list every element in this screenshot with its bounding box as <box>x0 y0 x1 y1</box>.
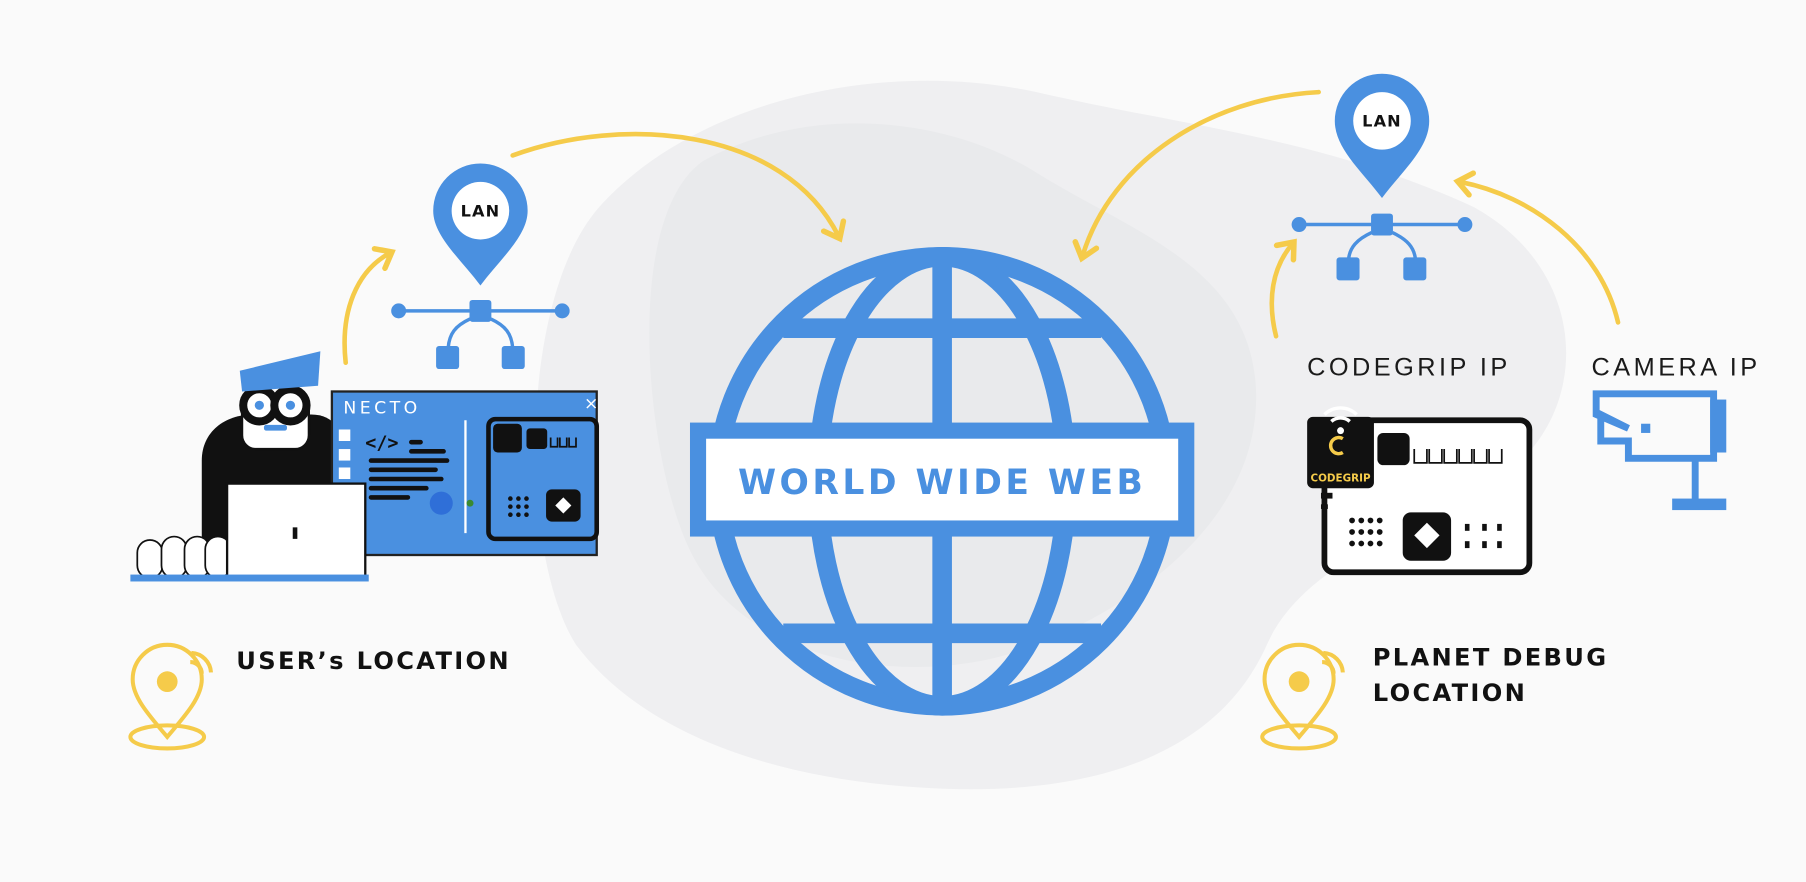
network-topology-icon-left <box>391 299 570 370</box>
www-banner <box>689 422 1195 537</box>
arrow-user-to-lan <box>342 246 396 366</box>
lan-label-left: LAN <box>461 201 501 220</box>
codegrip-board-icon: CODEGRIP <box>1307 406 1533 576</box>
planet-debug-location-label-line1: PLANET DEBUG <box>1373 644 1609 672</box>
security-camera-icon <box>1592 390 1727 511</box>
close-icon[interactable]: × <box>584 394 598 414</box>
arrow-lan-to-www <box>510 131 847 243</box>
location-wifi-icon-left <box>128 642 213 751</box>
necto-title: NECTO <box>343 398 420 418</box>
connection-arrows <box>342 89 1621 366</box>
necto-window: NECTO × </> <box>330 390 600 557</box>
code-icon: </> <box>365 433 398 454</box>
camera-ip-label: CAMERA IP <box>1592 353 1761 381</box>
laptop-icon <box>130 482 369 582</box>
lan-pin-icon-right: LAN <box>1334 73 1430 199</box>
planet-debug-location-label-line2: LOCATION <box>1373 679 1527 707</box>
codegrip-ip-label: CODEGRIP IP <box>1307 353 1511 381</box>
user-location-label: USER’s LOCATION <box>236 647 511 675</box>
network-topology-icon-right <box>1291 213 1473 281</box>
arrow-lan-to-www-right <box>1072 89 1321 263</box>
lan-label-right: LAN <box>1362 112 1402 131</box>
location-wifi-icon-right <box>1260 642 1345 751</box>
code-lines <box>368 439 450 500</box>
www-label: WORLD WIDE WEB <box>738 463 1146 503</box>
codegrip-logo: CODEGRIP <box>1311 472 1371 484</box>
lan-pin-icon-left: LAN <box>433 163 528 286</box>
arrow-camera-to-lan <box>1453 170 1621 325</box>
arrow-codegrip-to-lan <box>1269 238 1297 339</box>
